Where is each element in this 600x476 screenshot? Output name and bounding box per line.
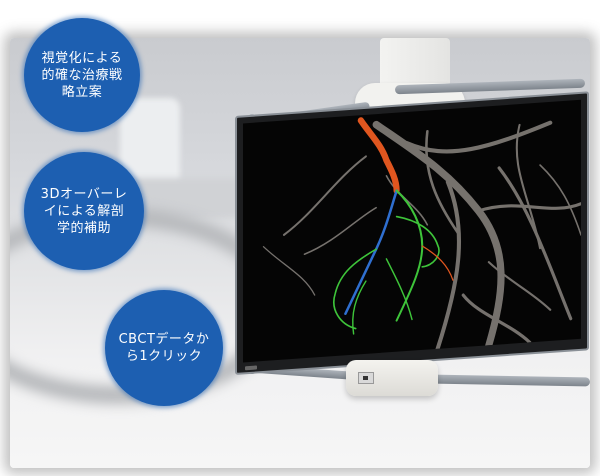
vessel-rendering bbox=[262, 117, 581, 351]
feature-bubble-visualization: 視覚化による 的確な治療戦 略立案 bbox=[24, 18, 140, 132]
monitor-screen bbox=[243, 99, 581, 363]
feature-text-visualization: 視覚化による 的確な治療戦 略立案 bbox=[41, 50, 123, 100]
monitor bbox=[235, 91, 589, 375]
power-button[interactable] bbox=[358, 372, 374, 384]
feature-bubble-one-click: CBCTデータか ら1クリック bbox=[105, 290, 223, 406]
lower-handle-rail bbox=[429, 374, 590, 387]
monitor-logo bbox=[245, 365, 257, 371]
feature-bubble-overlay: 3Dオーバーレ イによる解剖 学的補助 bbox=[24, 152, 144, 270]
feature-text-one-click: CBCTデータか ら1クリック bbox=[118, 332, 210, 364]
lower-control-box bbox=[346, 360, 438, 396]
feature-text-overlay: 3Dオーバーレ イによる解剖 学的補助 bbox=[40, 186, 128, 236]
